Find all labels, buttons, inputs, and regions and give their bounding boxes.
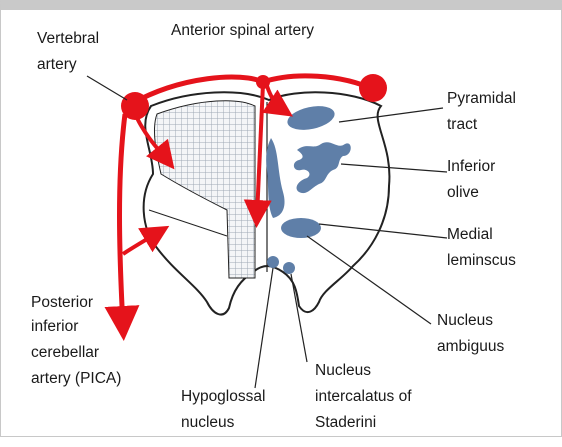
label-pyramidal-tract-1: Pyramidal: [447, 88, 516, 110]
nucleus-intercalatus: [283, 262, 295, 274]
label-medial-lemniscus-2: leminscus: [447, 250, 516, 272]
label-pica-4: artery (PICA): [31, 368, 121, 390]
label-pica-1: Posterior: [31, 292, 93, 314]
label-vertebral-artery-2: artery: [37, 54, 77, 76]
diagram-frame: Vertebral artery Anterior spinal artery …: [0, 0, 562, 437]
hypoglossal-nucleus: [267, 256, 279, 268]
vertebral-artery-right: [359, 74, 387, 102]
label-nucleus-ambiguus-1: Nucleus: [437, 310, 493, 332]
label-nucleus-ambiguus-2: ambiguus: [437, 336, 504, 358]
label-pica-2: inferior: [31, 316, 78, 338]
label-staderini-1: Nucleus: [315, 360, 371, 382]
label-pica-3: cerebellar: [31, 342, 99, 364]
label-medial-lemniscus-1: Medial: [447, 224, 493, 246]
pica-artery: [120, 114, 126, 326]
nucleus-ambiguus: [281, 218, 321, 238]
leader-hypoglossal: [255, 268, 273, 388]
label-hypoglossal-2: nucleus: [181, 412, 234, 434]
label-vertebral-artery-1: Vertebral: [37, 28, 99, 50]
label-pyramidal-tract-2: tract: [447, 114, 477, 136]
label-inferior-olive-1: Inferior: [447, 156, 495, 178]
label-hypoglossal-1: Hypoglossal: [181, 386, 265, 408]
label-inferior-olive-2: olive: [447, 182, 479, 204]
label-anterior-spinal-artery: Anterior spinal artery: [171, 20, 314, 42]
label-staderini-3: Staderini: [315, 412, 376, 434]
label-staderini-2: intercalatus of: [315, 386, 412, 408]
leader-vertebral: [87, 76, 127, 100]
